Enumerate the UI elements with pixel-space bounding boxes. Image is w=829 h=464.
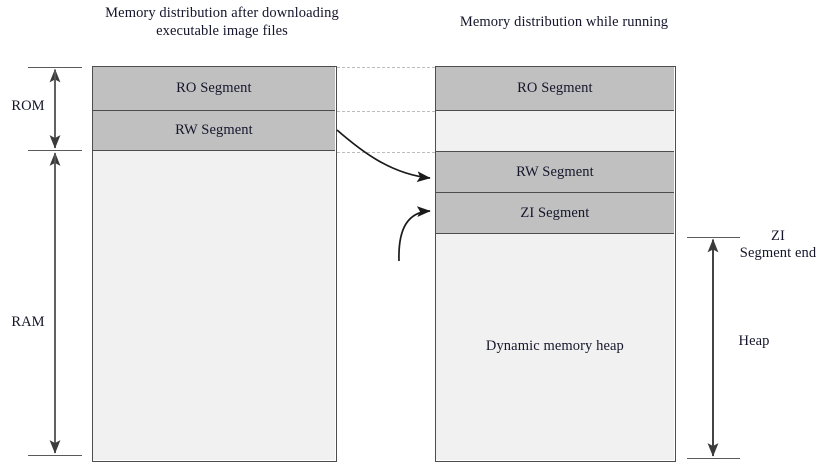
- zi-segment-end-label-line2: Segment end: [739, 245, 817, 261]
- heap-label: Heap: [738, 333, 770, 349]
- dotted-connector-rw-bottom: [337, 152, 435, 153]
- rom-label: ROM: [11, 98, 45, 114]
- right-segment-ro-label: RO Segment: [517, 80, 593, 96]
- ram-bottom-tick: [28, 455, 82, 457]
- zi-creation-arrow: [398, 206, 431, 262]
- dotted-connector-ro-bottom: [337, 111, 435, 112]
- right-segment-heap: Dynamic memory heap: [436, 234, 674, 460]
- zi-segment-end-label: ZI Segment end: [730, 228, 826, 262]
- right-memory-block: RO Segment RW Segment ZI Segment Dynamic…: [435, 66, 676, 462]
- left-memory-block: RO Segment RW Segment: [92, 66, 337, 462]
- left-segment-ro-label: RO Segment: [176, 80, 252, 96]
- right-segment-heap-label: Dynamic memory heap: [485, 338, 624, 355]
- zi-segment-end-label-line1: ZI: [771, 228, 785, 244]
- rw-relocation-arrow: [336, 129, 431, 183]
- right-segment-zi: ZI Segment: [436, 192, 674, 234]
- right-segment-ro: RO Segment: [436, 67, 674, 110]
- left-segment-free: [93, 151, 335, 460]
- right-diagram-title: Memory distribution while running: [459, 14, 669, 30]
- right-segment-rw-label: RW Segment: [516, 163, 594, 180]
- left-diagram-title: Memory distribution after downloading ex…: [105, 5, 339, 39]
- zi-segment-end-tick: [687, 237, 740, 239]
- rom-top-tick: [28, 67, 82, 69]
- rom-bottom-tick: [28, 150, 82, 152]
- left-segment-rw: RW Segment: [93, 110, 335, 151]
- dotted-connector-top: [337, 67, 435, 68]
- left-segment-rw-label: RW Segment: [175, 122, 253, 138]
- heap-bottom-tick: [687, 458, 740, 460]
- right-segment-gap: [436, 110, 674, 151]
- right-segment-zi-label: ZI Segment: [520, 204, 590, 221]
- ram-label: RAM: [11, 314, 45, 330]
- right-segment-rw: RW Segment: [436, 151, 674, 192]
- left-segment-ro: RO Segment: [93, 67, 335, 110]
